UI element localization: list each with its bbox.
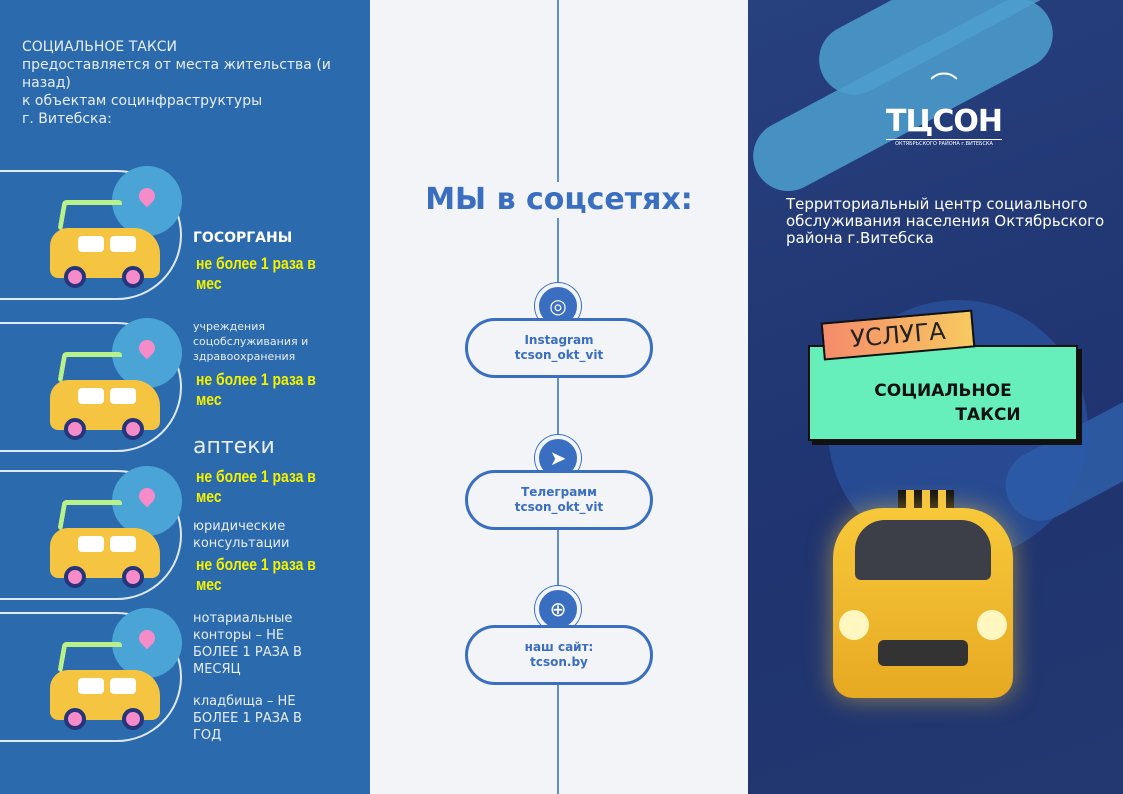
social-handle: tcson.by (530, 655, 588, 669)
logo: ⌒ ТЦСОН ОКТЯБРЬСКОГО РАЙОНА г.ВИТЕБСКА (886, 70, 1003, 147)
intro-line: к объектам социнфраструктуры (22, 93, 263, 109)
route-line-icon (57, 642, 123, 672)
logo-subtitle: ОКТЯБРЬСКОГО РАЙОНА г.ВИТЕБСКА (886, 139, 1002, 147)
logo-title: ТЦСОН (886, 104, 1003, 139)
social-name: Телеграмм (521, 485, 597, 499)
left-panel: СОЦИАЛЬНОЕ ТАКСИ предоставляется от мест… (0, 0, 370, 794)
taxi-illustration (803, 490, 1043, 710)
destination-card (0, 470, 182, 600)
social-name: наш сайт: (524, 640, 594, 654)
route-line-icon (57, 500, 123, 530)
item-frequency: не более 1 раза в мес (196, 370, 316, 409)
item-label: кладбища – НЕ БОЛЕЕ 1 РАЗА В ГОД (193, 694, 302, 743)
intro-title: СОЦИАЛЬНОЕ ТАКСИ (22, 39, 178, 55)
destination-card (0, 612, 182, 742)
destination-card (0, 170, 182, 300)
social-name: Instagram (524, 333, 594, 347)
intro-line: г. Витебска: (22, 111, 112, 127)
service-name-box: СОЦИАЛЬНОЕ ТАКСИ (808, 345, 1078, 441)
intro-text: СОЦИАЛЬНОЕ ТАКСИ предоставляется от мест… (22, 38, 370, 128)
taxi-icon (50, 528, 160, 588)
taxi-icon (50, 228, 160, 288)
social-handle: tcson_okt_vit (514, 348, 604, 362)
social-heading: МЫ в соцсетях: (370, 182, 748, 218)
right-panel: ⌒ ТЦСОН ОКТЯБРЬСКОГО РАЙОНА г.ВИТЕБСКА Т… (748, 0, 1123, 794)
destination-card (0, 322, 182, 452)
org-description: Территориальный центр социального обслуж… (786, 195, 1105, 247)
taxi-icon (50, 380, 160, 440)
service-name: ТАКСИ (955, 405, 1021, 425)
route-line-icon (57, 200, 123, 230)
item-frequency: не более 1 раза в мес (196, 254, 316, 293)
item-label: нотариальные конторы – НЕ БОЛЕЕ 1 РАЗА В… (193, 611, 302, 677)
item-frequency: не более 1 раза в мес (196, 555, 316, 594)
item-label: ГОСОРГАНЫ (193, 230, 293, 246)
taxi-icon (50, 670, 160, 730)
service-name: СОЦИАЛЬНОЕ (874, 381, 1012, 401)
social-handle: tcson_okt_vit (514, 500, 604, 514)
route-line-icon (57, 352, 123, 382)
item-label: юридические консультации (193, 519, 290, 551)
intro-line: предоставляется от места жительства (и н… (22, 57, 331, 91)
item-label: аптеки (193, 434, 275, 459)
connector-line (557, 0, 559, 794)
item-frequency: не более 1 раза в мес (196, 467, 316, 506)
item-label: учреждения соцобслуживания и здравоохран… (193, 320, 309, 363)
logo-emblem-icon: ⌒ (929, 70, 958, 103)
website-link[interactable]: наш сайт:tcson.by (465, 625, 653, 685)
